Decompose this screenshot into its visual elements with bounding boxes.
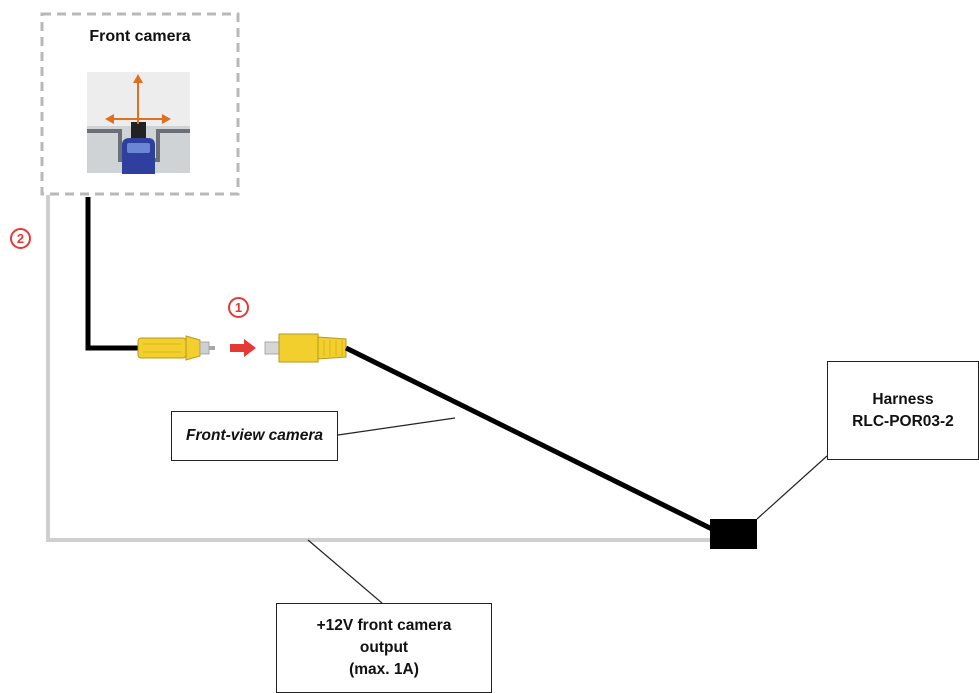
- power-label-line1: +12V front camera: [316, 617, 452, 634]
- connect-arrow: [230, 339, 256, 357]
- leader-line-harness: [756, 455, 828, 520]
- step-1-marker: 1: [228, 297, 249, 318]
- harness-label-line2: RLC-POR03-2: [852, 412, 954, 430]
- front-view-camera-text: Front-view camera: [186, 427, 323, 444]
- harness-cable: [344, 345, 716, 533]
- leader-line-power: [307, 539, 383, 604]
- camera-cable: [85, 197, 140, 351]
- rca-socket-female: [264, 333, 347, 363]
- front-camera-icon: [87, 72, 190, 174]
- step-2-marker: 2: [10, 228, 31, 249]
- front-camera-title: Front camera: [89, 28, 191, 45]
- power-label-line2: output: [359, 639, 409, 656]
- harness-connector: [710, 519, 757, 549]
- power-output-label: +12V front camera output (max. 1A): [276, 603, 492, 693]
- harness-label-line1: Harness: [872, 390, 934, 408]
- front-view-camera-label: Front-view camera: [171, 411, 338, 461]
- power-wire: [46, 195, 712, 542]
- leader-line-front-view: [337, 417, 456, 436]
- power-label-line3: (max. 1A): [349, 661, 419, 678]
- rca-plug-male: [137, 335, 215, 361]
- harness-label: Harness RLC-POR03-2: [827, 361, 979, 460]
